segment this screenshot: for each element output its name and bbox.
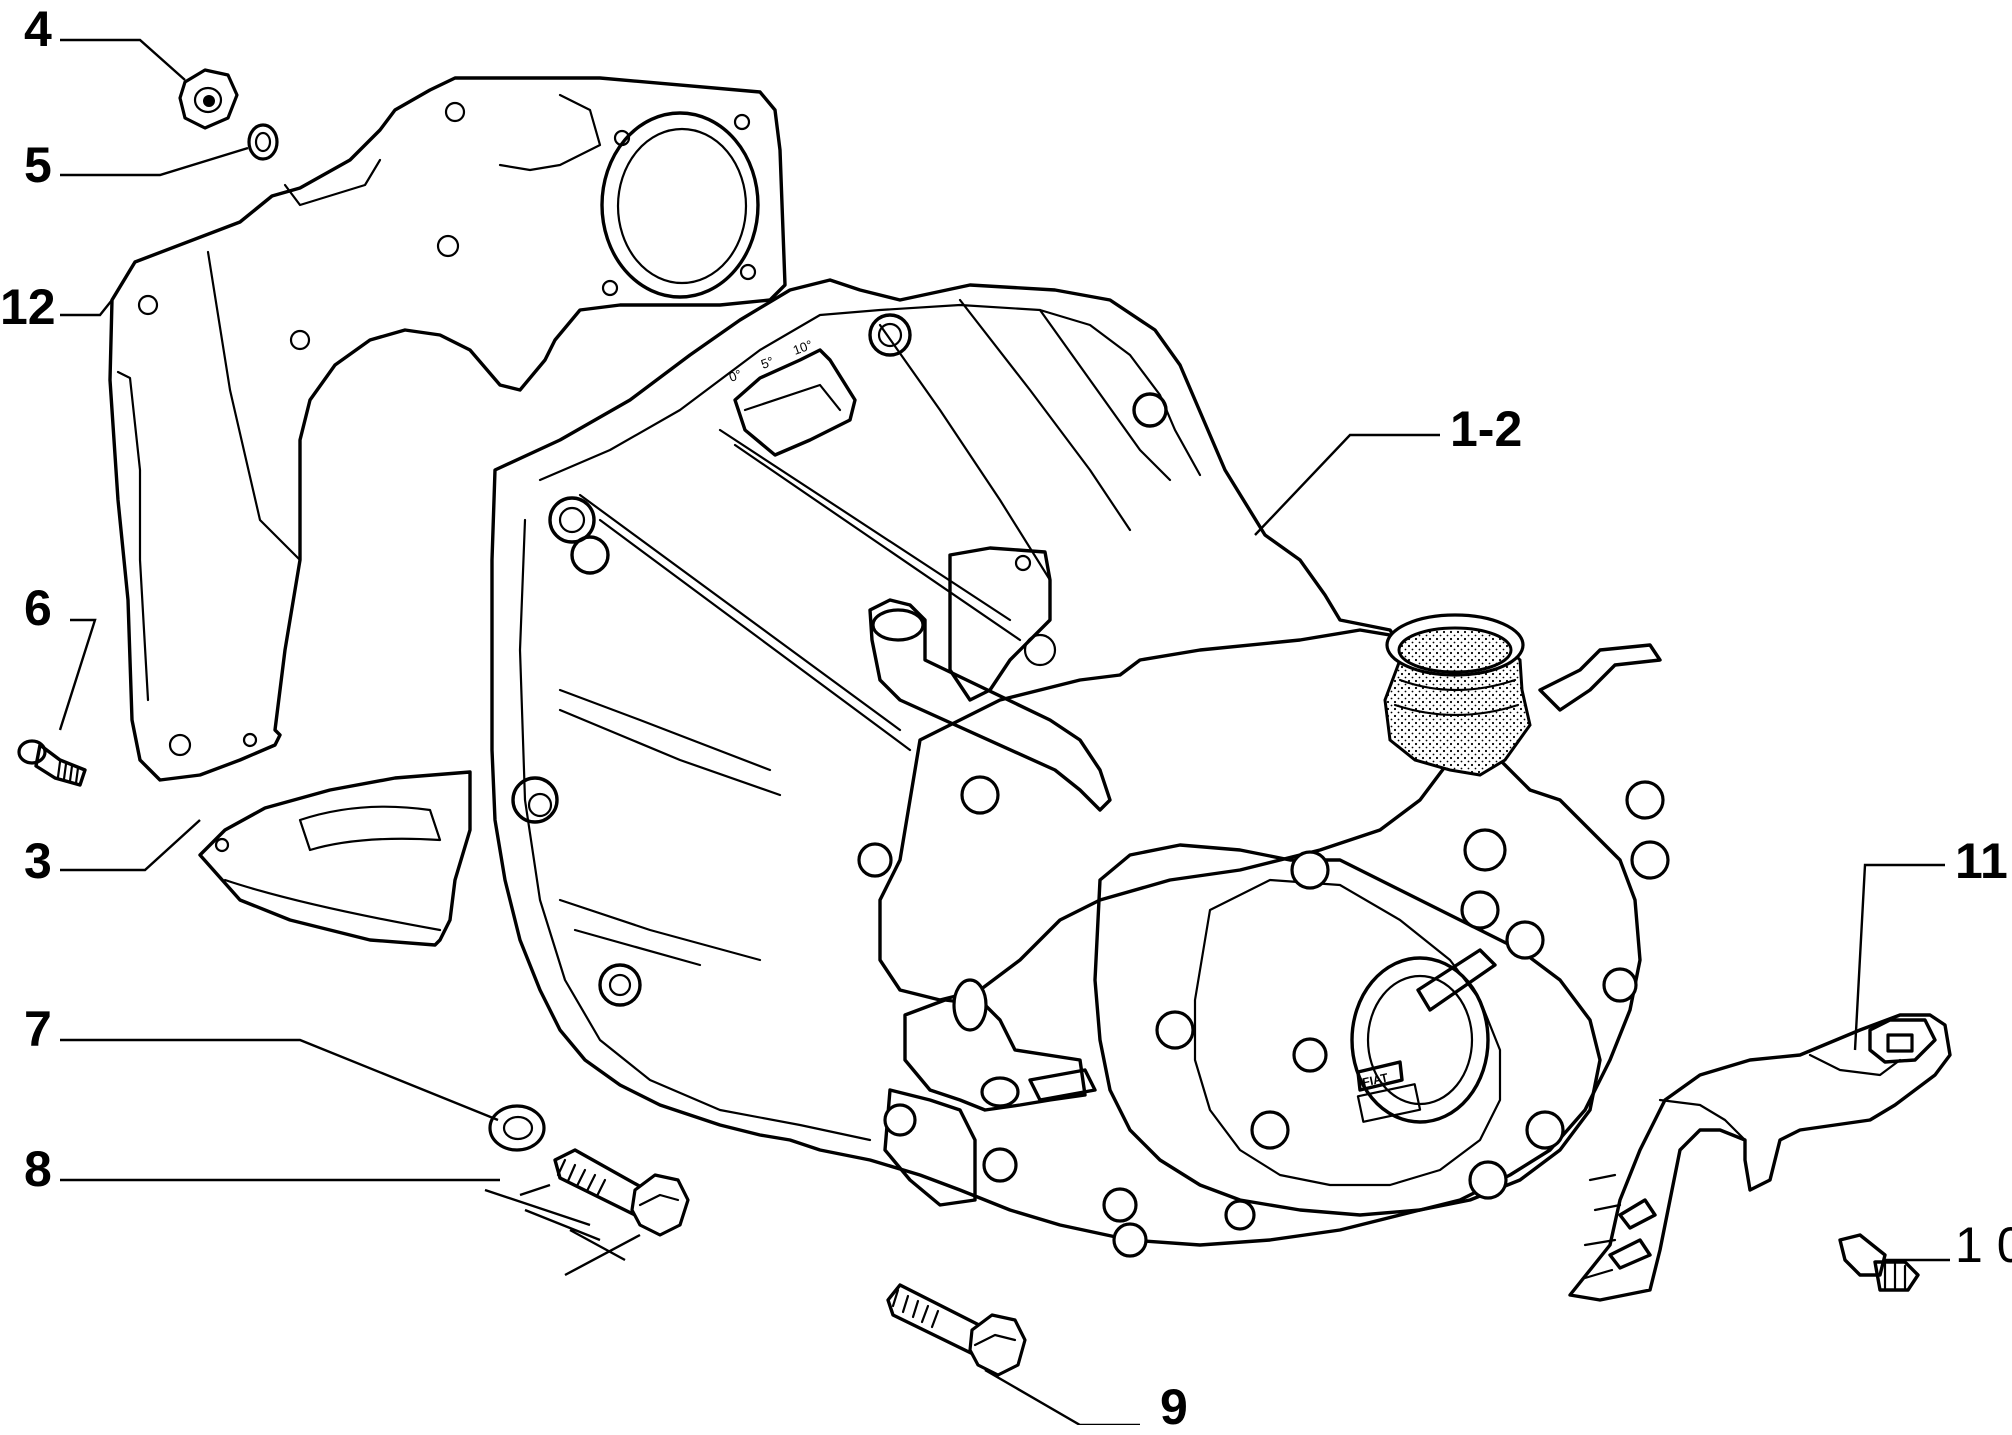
leader-lines: [58, 38, 1950, 1425]
washer-part-7: [488, 1104, 546, 1152]
bolt-part-9: [886, 1283, 1027, 1377]
callout-5: 5: [24, 137, 52, 193]
screw-part-6: [17, 739, 87, 787]
callout-11: 11: [1955, 833, 2008, 889]
housing-logo: FIAT: [1361, 1070, 1390, 1089]
callout-10: 1 0: [1955, 1217, 2012, 1273]
scale-mark-0: 0°: [727, 366, 744, 384]
callout-3: 3: [24, 833, 52, 889]
upper-cover-plate: [108, 76, 787, 782]
washer-part-5: [247, 123, 279, 161]
nut-part-4: [178, 68, 239, 130]
bolt-part-8: [553, 1148, 690, 1237]
callout-9: 9: [1160, 1379, 1188, 1435]
transmission-housing: FIAT 0° 5° 10°: [490, 278, 1670, 1258]
end-cover-bolts: [857, 775, 1670, 1258]
callout-4: 4: [24, 1, 52, 57]
scale-mark-10: 10°: [791, 337, 815, 358]
scale-mark-5: 5°: [759, 353, 776, 371]
lower-cover-plate: [198, 770, 472, 947]
callout-8: 8: [24, 1141, 52, 1197]
callout-7: 7: [24, 1001, 52, 1057]
callout-12: 12: [0, 279, 56, 335]
fitting-part-10: [1838, 1233, 1920, 1292]
callout-6: 6: [24, 580, 52, 636]
bracket-part-11: [1568, 1013, 1952, 1302]
callout-1-2: 1-2: [1450, 401, 1523, 457]
